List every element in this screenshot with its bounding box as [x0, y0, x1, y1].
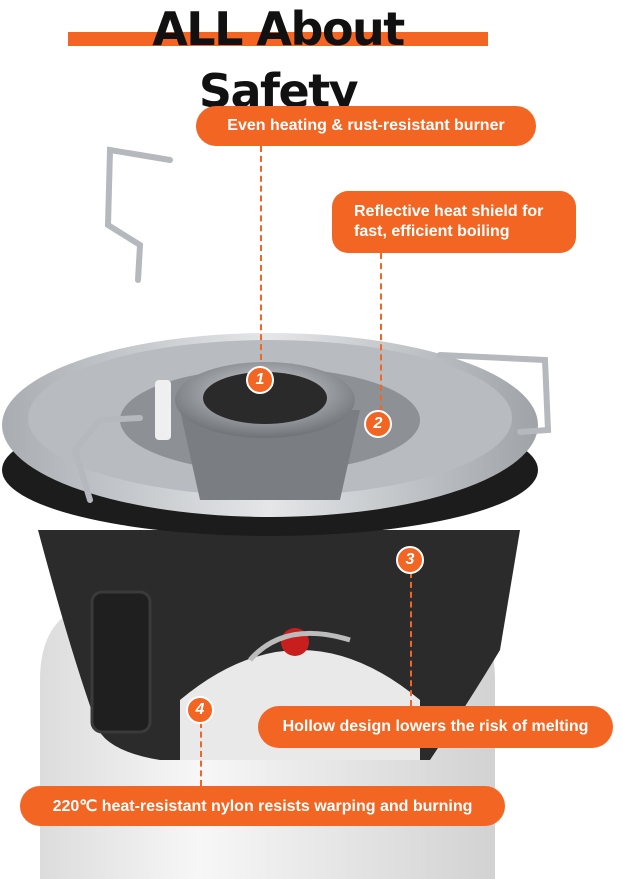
callout-4-label: 220℃ heat-resistant nylon resists warpin… [20, 786, 505, 826]
callout-3-badge: 3 [396, 546, 424, 574]
callout-1-badge: 1 [246, 366, 274, 394]
callout-2-label: Reflective heat shield for fast, efficie… [332, 191, 576, 253]
callout-4-leader [200, 722, 202, 786]
page-title: ALL About Safety [152, 2, 405, 118]
nylon-base [38, 530, 520, 760]
title-underline [68, 32, 488, 46]
callout-1-label: Even heating & rust-resistant burner [196, 106, 536, 146]
callout-3-label: Hollow design lowers the risk of melting [258, 706, 613, 748]
callout-2-badge: 2 [364, 410, 392, 438]
burner-head [155, 362, 360, 500]
callout-2-leader [380, 253, 382, 411]
callout-1-leader [260, 146, 262, 360]
callout-4-badge: 4 [186, 696, 214, 724]
callout-3-leader [410, 572, 412, 706]
wire-handles [71, 146, 552, 503]
